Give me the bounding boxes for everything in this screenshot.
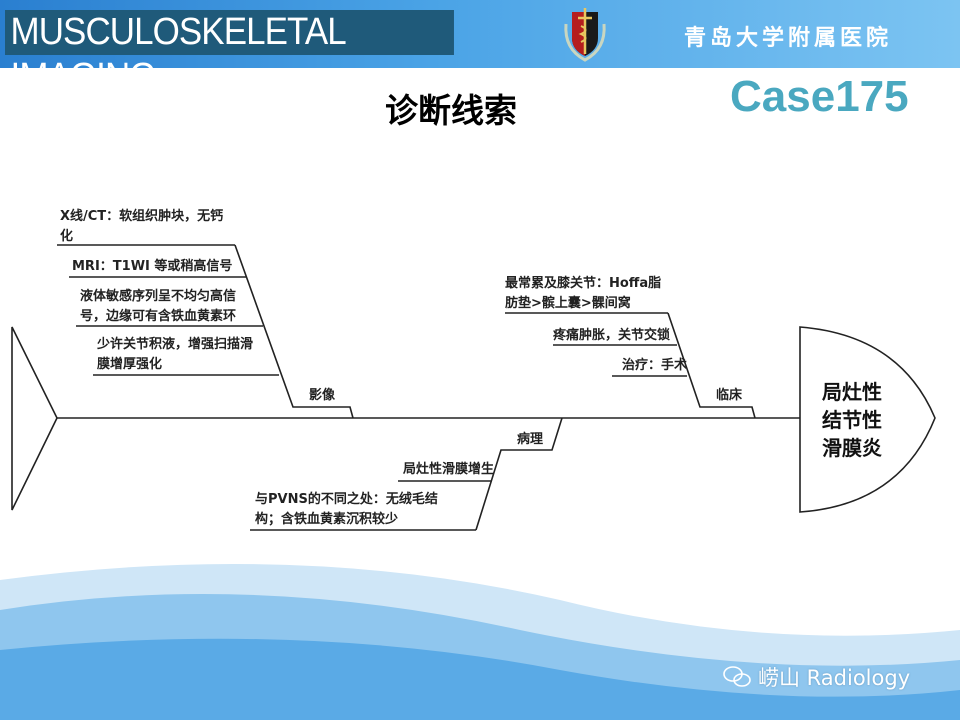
hospital-name: 青岛大学附属医院 (684, 25, 893, 51)
imaging-item-3: 液体敏感序列呈不均匀高信号，边缘可有含铁血黄素环 (80, 289, 237, 324)
imaging-branch (234, 244, 354, 419)
page-title: 诊断线索 (385, 91, 517, 130)
pathology-branch (475, 417, 563, 531)
fish-head-diagnosis: 局灶性结节性滑膜炎 (822, 380, 882, 460)
header-band: MUSCULOSKELETAL IMAGING 青岛大学附属医院 (0, 0, 960, 98)
pathology-item-1: 局灶性滑膜增生 (403, 462, 495, 477)
pathology-item-2: 与PVNS的不同之处：无绒毛结构；含铁血黄素沉积较少 (255, 492, 438, 527)
fish-tail (11, 326, 58, 511)
clinical-item-2: 疼痛肿胀，关节交锁 (553, 328, 671, 343)
imaging-item-4: 少许关节积液，增强扫描滑膜增厚强化 (97, 337, 254, 372)
background-wave (0, 564, 960, 720)
imaging-label: 影像 (309, 388, 336, 403)
hospital-emblem-icon (564, 8, 606, 62)
banner-title: MUSCULOSKELETAL IMAGING (5, 10, 454, 98)
clinical-label: 临床 (716, 388, 743, 403)
clinical-item-3: 治疗：手术 (622, 358, 688, 373)
watermark: 崂山 Radiology (722, 662, 910, 692)
imaging-item-1: X线/CT：软组织肿块，无钙化 (60, 209, 224, 244)
watermark-text: 崂山 Radiology (758, 666, 911, 690)
fish-head (799, 326, 936, 513)
clinical-item-1: 最常累及膝关节：Hoffa脂肪垫>髌上囊>髁间窝 (505, 276, 662, 311)
clinical-branch (667, 312, 756, 419)
imaging-item-2: MRI：T1WI 等或稍高信号 (72, 259, 233, 274)
pathology-label: 病理 (517, 432, 544, 447)
case-number: Case175 (730, 72, 909, 121)
wechat-icon (723, 666, 751, 687)
